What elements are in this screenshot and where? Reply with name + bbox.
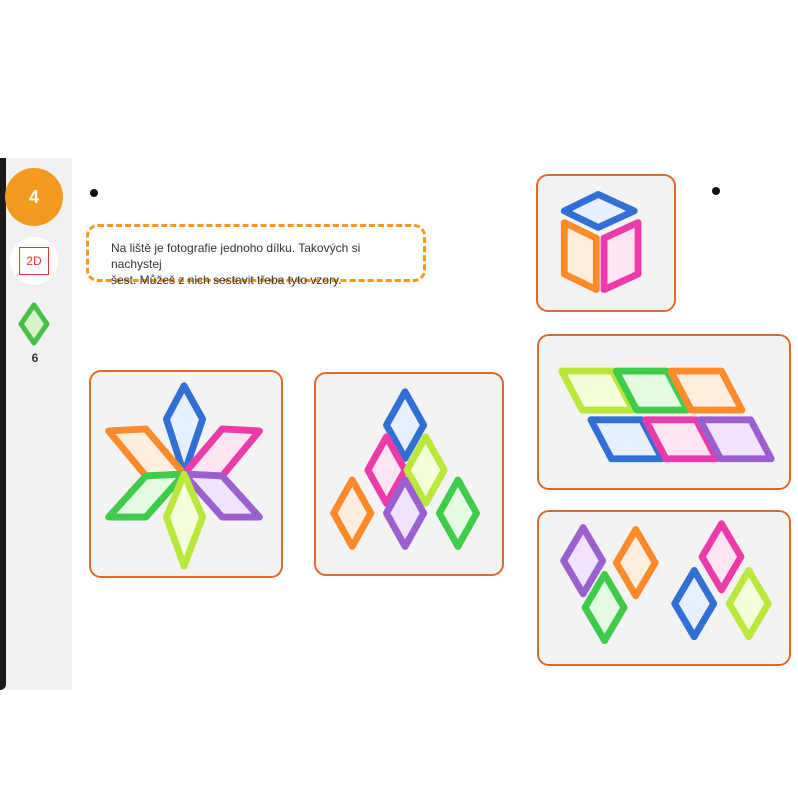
sidebar-edge xyxy=(0,158,6,690)
instruction-box: Na liště je fotografie jednoho dílku. Ta… xyxy=(86,224,426,287)
pattern-card-cube xyxy=(536,174,676,312)
star-pattern xyxy=(105,382,263,570)
bullet-dot-right xyxy=(712,187,720,195)
mode-badge: 2D xyxy=(19,247,49,275)
pattern-card-star xyxy=(89,370,283,578)
pyramid-pattern xyxy=(330,388,480,550)
cube-pattern xyxy=(560,191,642,294)
two-pairs-pattern xyxy=(560,520,772,645)
step-number-badge: 4 xyxy=(5,168,63,226)
pattern-card-pyramid xyxy=(314,372,504,576)
pattern-card-two-pairs xyxy=(537,510,791,666)
pattern-card-double-row xyxy=(537,334,791,490)
green-rhombus-icon xyxy=(18,302,50,346)
bullet-dot-left xyxy=(90,189,98,197)
mode-badge-wrap: 2D xyxy=(10,237,58,285)
double-row-pattern xyxy=(558,367,775,463)
piece-count: 6 xyxy=(31,351,39,365)
instruction-line-1: Na liště je fotografie jednoho dílku. Ta… xyxy=(111,241,361,271)
instruction-line-2: šest. Můžeš z nich sestavit třeba tyto v… xyxy=(111,273,342,287)
